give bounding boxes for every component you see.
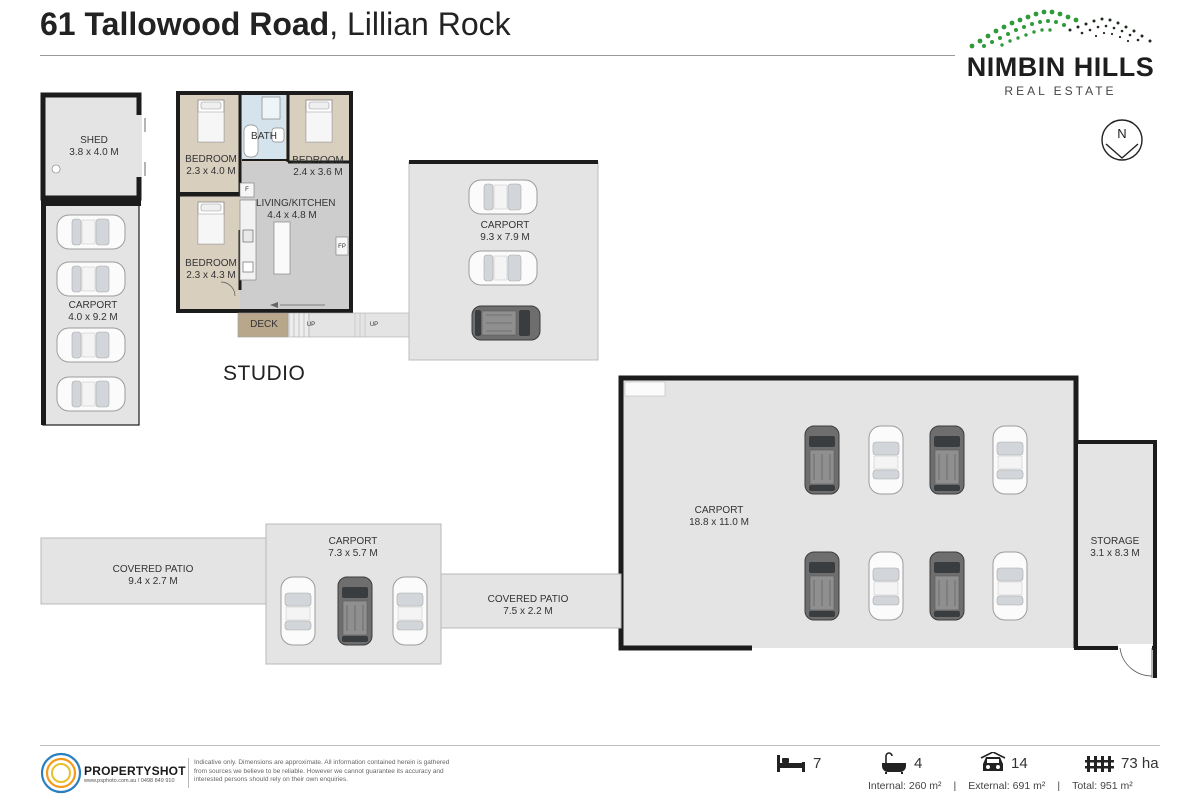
area-summary: Internal: 260 m² | External: 691 m² | Total:… bbox=[868, 780, 1133, 792]
bedroom-1-name: BEDROOM bbox=[185, 154, 237, 165]
north-arrow-icon: N bbox=[1101, 119, 1143, 161]
bedroom-3-name: BEDROOM bbox=[185, 258, 237, 269]
covered-patio-east-name: COVERED PATIO bbox=[487, 594, 569, 605]
covered-patio-west bbox=[40, 537, 267, 605]
carport-north-dims: 9.3 x 7.9 M bbox=[480, 232, 530, 243]
shed-dims: 3.8 x 4.0 M bbox=[69, 147, 119, 158]
studio-path bbox=[308, 312, 410, 338]
hills-dots-icon bbox=[969, 9, 1152, 49]
carport-south-label: CARPORT 7.3 x 5.7 M bbox=[313, 536, 393, 560]
external-area: External: 691 m² bbox=[968, 780, 1046, 792]
compass-letter: N bbox=[1117, 126, 1126, 141]
address-separator: , bbox=[329, 6, 347, 42]
bedroom-2-name: BEDROOM bbox=[292, 155, 344, 166]
fridge-mark: F bbox=[245, 187, 249, 193]
bedroom-3-label: BEDROOM 2.3 x 4.3 M bbox=[182, 258, 240, 282]
carport-west-label: CARPORT 4.0 x 9.2 M bbox=[58, 300, 128, 324]
propertyshot-logo-icon bbox=[40, 752, 82, 794]
bedroom-2-dims: 2.4 x 3.6 M bbox=[293, 167, 343, 178]
internal-area: Internal: 260 m² bbox=[868, 780, 942, 792]
suburb: Lillian Rock bbox=[346, 6, 511, 42]
storage-label: STORAGE 3.1 x 8.3 M bbox=[1080, 536, 1150, 560]
bedrooms-count: 7 bbox=[813, 755, 822, 772]
living-kitchen-floor bbox=[240, 162, 349, 309]
shed-name: SHED bbox=[80, 135, 108, 146]
bedroom-2-label: BEDROOM 2.4 x 3.6 M bbox=[289, 155, 347, 179]
floor-plan bbox=[40, 91, 1157, 678]
shed-label: SHED 3.8 x 4.0 M bbox=[62, 135, 126, 159]
carport-south-name: CARPORT bbox=[328, 536, 378, 547]
storage-room bbox=[1074, 440, 1157, 650]
footer-brand-divider bbox=[188, 758, 189, 788]
living-kitchen-label: LIVING/KITCHEN 4.4 x 4.8 M bbox=[256, 198, 335, 222]
land-size: 73 ha bbox=[1121, 755, 1159, 772]
propertyshot-contact: www.psphoto.com.au / 0498 849 910 bbox=[84, 778, 175, 784]
bedroom-1-dims: 2.3 x 4.0 M bbox=[186, 166, 236, 177]
carport-south-dims: 7.3 x 5.7 M bbox=[328, 548, 378, 559]
area-separator-1: | bbox=[953, 780, 957, 792]
footer-divider bbox=[40, 745, 1160, 746]
car-spaces-count: 14 bbox=[1011, 755, 1028, 772]
fireplace-mark: FP bbox=[338, 244, 346, 250]
carport-west-name: CARPORT bbox=[68, 300, 118, 311]
covered-patio-west-name: COVERED PATIO bbox=[112, 564, 194, 575]
covered-patio-west-label: COVERED PATIO 9.4 x 2.7 M bbox=[108, 564, 198, 588]
stairs-up-mark-1: UP bbox=[306, 322, 316, 328]
deck-floor bbox=[237, 312, 289, 338]
carport-main-dims: 18.8 x 11.0 M bbox=[689, 517, 749, 528]
studio-label: STUDIO bbox=[223, 362, 306, 385]
car-icon bbox=[980, 752, 1006, 771]
stairs-up-mark-2: UP bbox=[369, 322, 379, 328]
fence-icon bbox=[1085, 756, 1114, 772]
bath-icon bbox=[882, 752, 906, 774]
living-kitchen-name: LIVING/KITCHEN bbox=[256, 198, 336, 209]
bedroom-3-dims: 2.3 x 4.3 M bbox=[186, 270, 236, 281]
bed-icon bbox=[777, 755, 805, 772]
storage-name: STORAGE bbox=[1090, 536, 1140, 547]
area-separator-2: | bbox=[1057, 780, 1061, 792]
street-address: 61 Tallowood Road bbox=[40, 6, 330, 42]
shed-door-gap bbox=[136, 115, 142, 177]
covered-patio-east-label: COVERED PATIO 7.5 x 2.2 M bbox=[481, 594, 575, 618]
living-kitchen-dims: 4.4 x 4.8 M bbox=[267, 210, 317, 221]
covered-patio-east-dims: 7.5 x 2.2 M bbox=[503, 606, 553, 617]
total-area: Total: 951 m² bbox=[1072, 780, 1133, 792]
carport-main-name: CARPORT bbox=[694, 505, 744, 516]
title-divider bbox=[40, 55, 955, 56]
covered-patio-west-dims: 9.4 x 2.7 M bbox=[128, 576, 178, 587]
bathrooms-count: 4 bbox=[914, 755, 923, 772]
disclaimer-text: Indicative only. Dimensions are approxim… bbox=[194, 759, 450, 783]
deck-label: DECK bbox=[244, 319, 284, 331]
propertyshot-brand: PROPERTYSHOT bbox=[84, 764, 186, 778]
carport-main-label: CARPORT 18.8 x 11.0 M bbox=[674, 505, 764, 529]
deck-name: DECK bbox=[250, 319, 278, 330]
agency-subtitle: REAL ESTATE bbox=[1004, 84, 1117, 98]
bath-name: BATH bbox=[251, 131, 277, 142]
property-address: 61 Tallowood Road, Lillian Rock bbox=[40, 6, 511, 43]
carport-north-name: CARPORT bbox=[480, 220, 530, 231]
bath-label: BATH bbox=[246, 131, 282, 143]
carport-north-label: CARPORT 9.3 x 7.9 M bbox=[465, 220, 545, 244]
agency-name: NIMBIN HILLS bbox=[966, 52, 1155, 82]
bedroom-1-label: BEDROOM 2.3 x 4.0 M bbox=[182, 154, 240, 178]
carport-west-dims: 4.0 x 9.2 M bbox=[68, 312, 118, 323]
covered-patio-east bbox=[440, 573, 622, 629]
storage-dims: 3.1 x 8.3 M bbox=[1090, 548, 1140, 559]
